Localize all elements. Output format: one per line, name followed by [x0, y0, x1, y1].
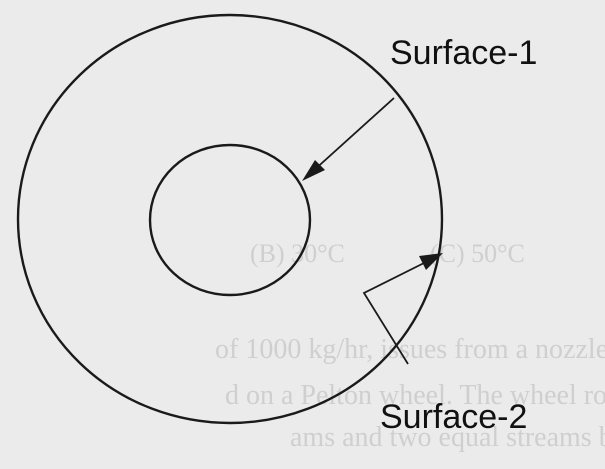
outer-circle [16, 13, 444, 425]
surface-1-leader-line [311, 97, 395, 173]
show-through-line: (C) 50°C [430, 239, 525, 268]
show-through-line: ams and two equal streams by [290, 422, 605, 453]
surface-2-arrowhead [419, 253, 443, 270]
show-through-line: (B) 30°C [250, 239, 345, 268]
show-through-layer: (B) 30°C (C) 50°C of 1000 kg/hr, issues … [215, 239, 605, 453]
inner-circle [148, 143, 312, 297]
show-through-line: of 1000 kg/hr, issues from a nozzle [215, 334, 605, 365]
surface-1-label: Surface-1 [390, 34, 537, 72]
show-through-line: d on a Pelton wheel. The wheel rotat [225, 380, 605, 411]
surface-1-arrowhead [302, 160, 325, 181]
surface-2-leader-line [362, 257, 435, 365]
surface-2-label: Surface-2 [380, 398, 527, 436]
